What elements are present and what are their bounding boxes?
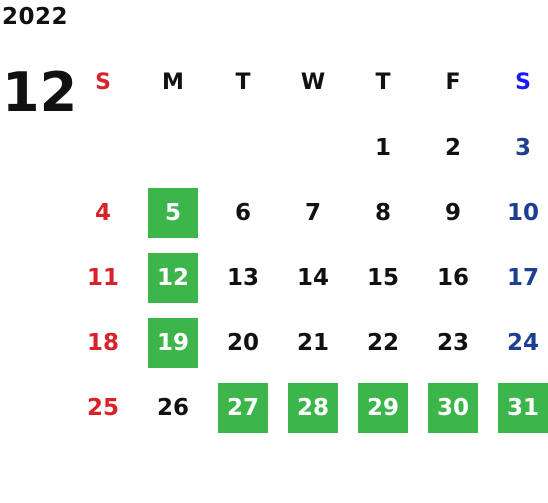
weekday-header-thursday: T	[375, 70, 391, 95]
calendar-day[interactable]: 1	[348, 115, 418, 180]
day-number: 4	[94, 199, 111, 226]
day-number	[148, 123, 198, 173]
weekday-header-monday: M	[162, 70, 184, 95]
calendar-day[interactable]: 27	[208, 375, 278, 440]
day-number: 17	[506, 264, 539, 291]
day-number: 27	[218, 382, 268, 433]
calendar-day[interactable]: 15	[348, 245, 418, 310]
calendar-day[interactable]: 23	[418, 310, 488, 375]
weekday-header-friday: F	[445, 70, 461, 95]
calendar-day[interactable]: 6	[208, 180, 278, 245]
calendar-day[interactable]: 18	[68, 310, 138, 375]
day-number: 31	[498, 382, 548, 433]
day-number: 9	[444, 199, 461, 226]
calendar-day[interactable]: 31	[488, 375, 548, 440]
calendar-day[interactable]: 10	[488, 180, 548, 245]
day-number: 15	[366, 264, 399, 291]
day-number: 26	[156, 394, 189, 421]
day-number: 18	[86, 329, 119, 356]
day-number	[218, 123, 268, 173]
calendar-day[interactable]: 26	[138, 375, 208, 440]
calendar-day[interactable]: 9	[418, 180, 488, 245]
weekday-header-sunday: S	[95, 70, 111, 95]
calendar-day[interactable]: 13	[208, 245, 278, 310]
day-number: 24	[506, 329, 539, 356]
day-number: 14	[296, 264, 329, 291]
calendar-day[interactable]: 12	[138, 245, 208, 310]
calendar-day[interactable]: 29	[348, 375, 418, 440]
calendar-empty-cell	[208, 115, 278, 180]
calendar-day[interactable]: 5	[138, 180, 208, 245]
day-number: 12	[148, 252, 198, 303]
calendar-empty-cell	[278, 115, 348, 180]
day-number: 2	[444, 134, 461, 161]
day-number: 3	[514, 134, 531, 161]
calendar-day[interactable]: 30	[418, 375, 488, 440]
calendar-day[interactable]: 11	[68, 245, 138, 310]
calendar-day[interactable]: 3	[488, 115, 548, 180]
calendar-day[interactable]: 17	[488, 245, 548, 310]
calendar-day[interactable]: 24	[488, 310, 548, 375]
day-number: 6	[234, 199, 251, 226]
day-number: 5	[148, 187, 198, 238]
day-number	[78, 123, 128, 173]
calendar-day[interactable]: 2	[418, 115, 488, 180]
weekday-header-tuesday: T	[235, 70, 251, 95]
day-number: 30	[428, 382, 478, 433]
weekday-header-wednesday: W	[300, 70, 326, 95]
weekday-header-saturday: S	[515, 70, 531, 95]
calendar-day[interactable]: 21	[278, 310, 348, 375]
calendar-empty-cell	[68, 115, 138, 180]
day-number: 22	[366, 329, 399, 356]
calendar-day[interactable]: 22	[348, 310, 418, 375]
day-number: 8	[374, 199, 391, 226]
day-number: 16	[436, 264, 469, 291]
calendar-day[interactable]: 4	[68, 180, 138, 245]
calendar-day[interactable]: 14	[278, 245, 348, 310]
day-number: 1	[374, 134, 391, 161]
day-number: 21	[296, 329, 329, 356]
day-number: 25	[86, 394, 119, 421]
day-number	[288, 123, 338, 173]
day-number: 19	[148, 317, 198, 368]
calendar-day[interactable]: 20	[208, 310, 278, 375]
calendar-day[interactable]: 8	[348, 180, 418, 245]
calendar-day[interactable]: 19	[138, 310, 208, 375]
year-label: 2022	[2, 4, 69, 30]
day-number: 29	[358, 382, 408, 433]
calendar-day[interactable]: 25	[68, 375, 138, 440]
day-number: 23	[436, 329, 469, 356]
day-number: 28	[288, 382, 338, 433]
calendar-empty-cell	[138, 115, 208, 180]
day-number: 20	[226, 329, 259, 356]
calendar-day[interactable]: 16	[418, 245, 488, 310]
day-number: 11	[86, 264, 119, 291]
day-number: 7	[304, 199, 321, 226]
day-number: 10	[506, 199, 539, 226]
month-number: 12	[2, 61, 78, 124]
calendar-day[interactable]: 28	[278, 375, 348, 440]
calendar-day[interactable]: 7	[278, 180, 348, 245]
day-number: 13	[226, 264, 259, 291]
